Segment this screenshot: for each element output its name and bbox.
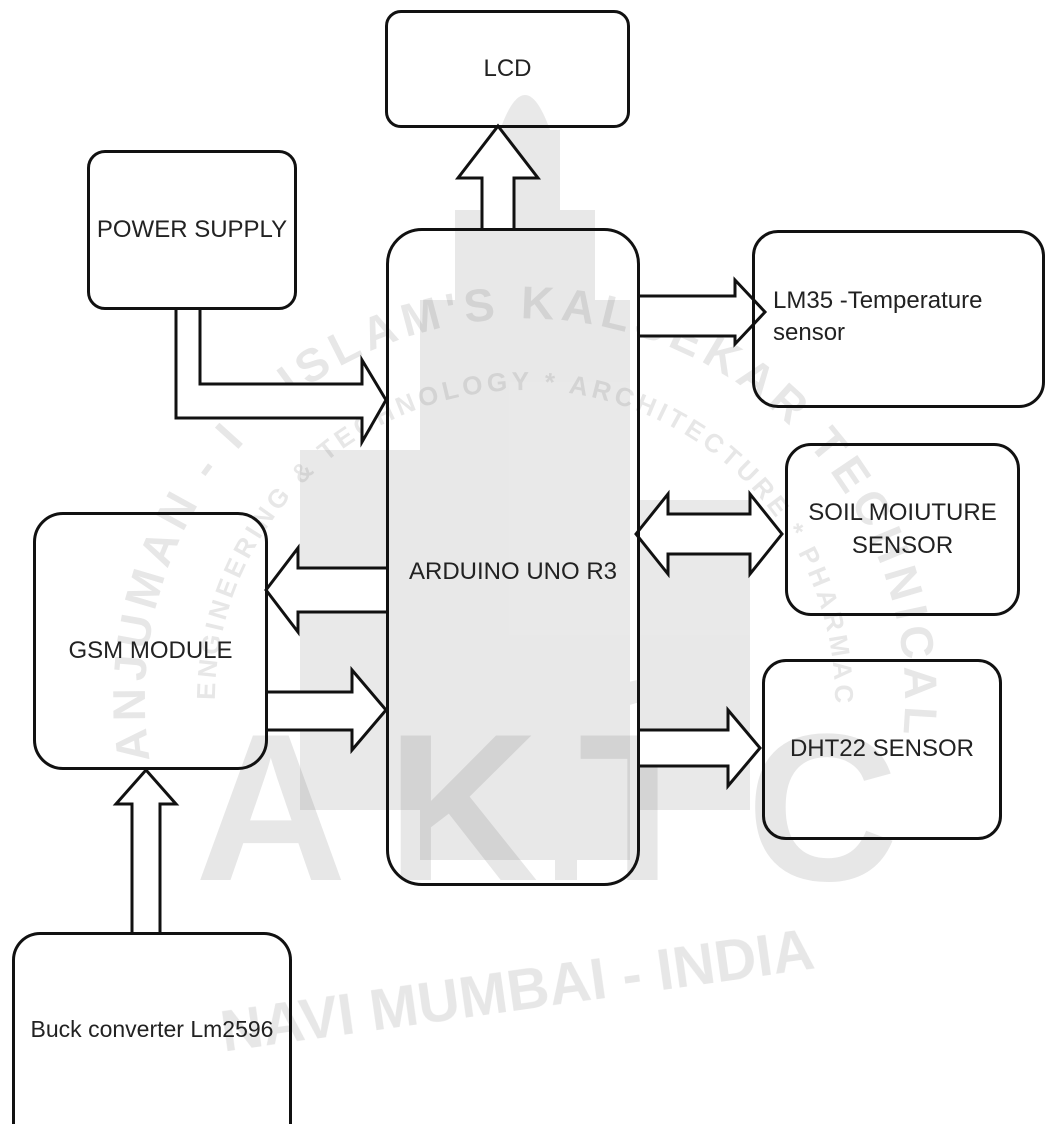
block-power-supply-label: POWER SUPPLY (97, 214, 287, 246)
arrow-arduino-to-lm35 (640, 280, 765, 344)
block-dht22-label: DHT22 SENSOR (790, 733, 974, 765)
block-lm35: LM35 -Temperature sensor (752, 230, 1045, 408)
arrow-gsm-to-arduino (268, 670, 386, 750)
arrow-buck-to-gsm (116, 770, 176, 932)
arrow-arduino-to-lcd (458, 126, 538, 230)
block-lcd: LCD (385, 10, 630, 128)
arrow-arduino-soil-bidirectional (636, 494, 782, 574)
arrow-power-to-arduino (176, 310, 386, 442)
block-buck-converter-label: Buck converter Lm2596 (31, 1014, 274, 1045)
block-lcd-label: LCD (483, 53, 531, 85)
block-arduino-uno: ARDUINO UNO R3 (386, 228, 640, 886)
arrow-arduino-to-dht22 (640, 710, 760, 786)
block-soil-moisture-label: SOIL MOIUTURE SENSOR (808, 497, 996, 562)
block-buck-converter: Buck converter Lm2596 (12, 932, 292, 1124)
arrow-arduino-to-gsm (266, 548, 386, 632)
block-power-supply: POWER SUPPLY (87, 150, 297, 310)
block-gsm-module: GSM MODULE (33, 512, 268, 770)
block-gsm-module-label: GSM MODULE (68, 635, 232, 667)
block-lm35-label: LM35 -Temperature sensor (773, 285, 982, 350)
block-dht22-sensor: DHT22 SENSOR (762, 659, 1002, 840)
block-soil-moisture-sensor: SOIL MOIUTURE SENSOR (785, 443, 1020, 616)
block-arduino-uno-label: ARDUINO UNO R3 (389, 556, 637, 588)
